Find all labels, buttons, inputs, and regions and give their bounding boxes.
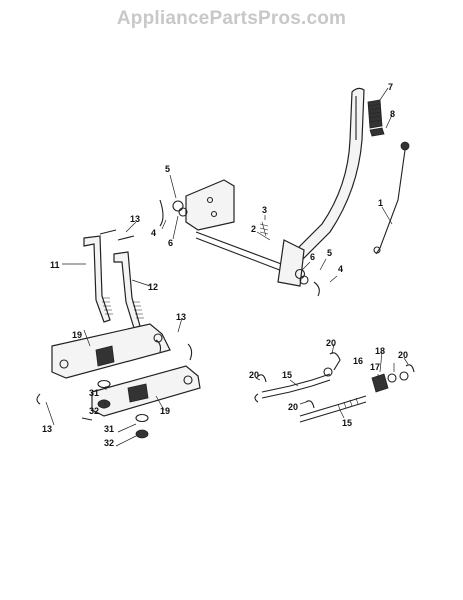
callout-12: 12 xyxy=(148,282,158,292)
callout-13a: 13 xyxy=(130,214,140,224)
leader-lines xyxy=(45,87,409,447)
callout-17: 17 xyxy=(370,362,380,372)
callout-20d: 20 xyxy=(288,402,298,412)
hanger-arm-upper xyxy=(51,323,171,379)
hairpin-clip-left xyxy=(36,393,93,421)
nut-upper xyxy=(97,379,111,409)
callout-32b: 32 xyxy=(104,438,114,448)
bushing-right xyxy=(294,268,320,297)
callout-18: 18 xyxy=(375,346,385,356)
callout-19a: 19 xyxy=(72,330,82,340)
clip-20-top xyxy=(323,352,341,377)
callout-4b: 4 xyxy=(338,264,343,274)
handle-grip xyxy=(367,99,383,129)
clip-20-mid xyxy=(305,400,315,409)
callout-20c: 20 xyxy=(398,350,408,360)
callout-1: 1 xyxy=(378,198,383,208)
lift-link-12 xyxy=(113,251,144,329)
callout-13b: 13 xyxy=(176,312,186,322)
hairpin-clip-top xyxy=(99,229,135,241)
nut-lower xyxy=(135,413,149,439)
callout-2: 2 xyxy=(251,224,256,234)
callout-16: 16 xyxy=(353,356,363,366)
callout-labels: 1 2 3 4 4 5 5 6 6 7 8 11 12 13 13 13 15 … xyxy=(42,82,408,448)
control-rod-lower xyxy=(299,395,367,423)
spring-pin xyxy=(259,221,269,237)
handle-knob xyxy=(369,127,385,137)
callout-32a: 32 xyxy=(89,406,99,416)
control-rod-upper xyxy=(254,373,331,403)
hanger-arm-lower xyxy=(91,365,201,417)
lift-rod xyxy=(373,141,410,255)
callout-6b: 6 xyxy=(310,252,315,262)
callout-19b: 19 xyxy=(160,406,170,416)
watermark-logo: AppliancePartsPros.com xyxy=(116,8,347,29)
lift-link-11 xyxy=(83,235,113,323)
callout-15a: 15 xyxy=(282,370,292,380)
callout-20a: 20 xyxy=(326,338,336,348)
callout-6a: 6 xyxy=(168,238,173,248)
callout-20b: 20 xyxy=(249,370,259,380)
mounting-bracket xyxy=(185,179,235,231)
callout-7: 7 xyxy=(388,82,393,92)
lift-lever-handle xyxy=(293,87,365,261)
clip-20-left xyxy=(257,374,267,383)
callout-15b: 15 xyxy=(342,418,352,428)
bushing-left xyxy=(159,199,188,227)
callout-13c: 13 xyxy=(42,424,52,434)
pivot-block xyxy=(371,371,409,393)
hairpin-clip-right xyxy=(155,339,193,361)
callout-11: 11 xyxy=(50,260,60,270)
callout-31a: 31 xyxy=(89,388,99,398)
callout-4a: 4 xyxy=(151,228,156,238)
lift-shaft xyxy=(195,231,305,287)
callout-5a: 5 xyxy=(165,164,170,174)
callout-3: 3 xyxy=(262,205,267,215)
clip-20-right xyxy=(405,364,415,373)
callout-5b: 5 xyxy=(327,248,332,258)
callout-8: 8 xyxy=(390,109,395,119)
callout-31b: 31 xyxy=(104,424,114,434)
